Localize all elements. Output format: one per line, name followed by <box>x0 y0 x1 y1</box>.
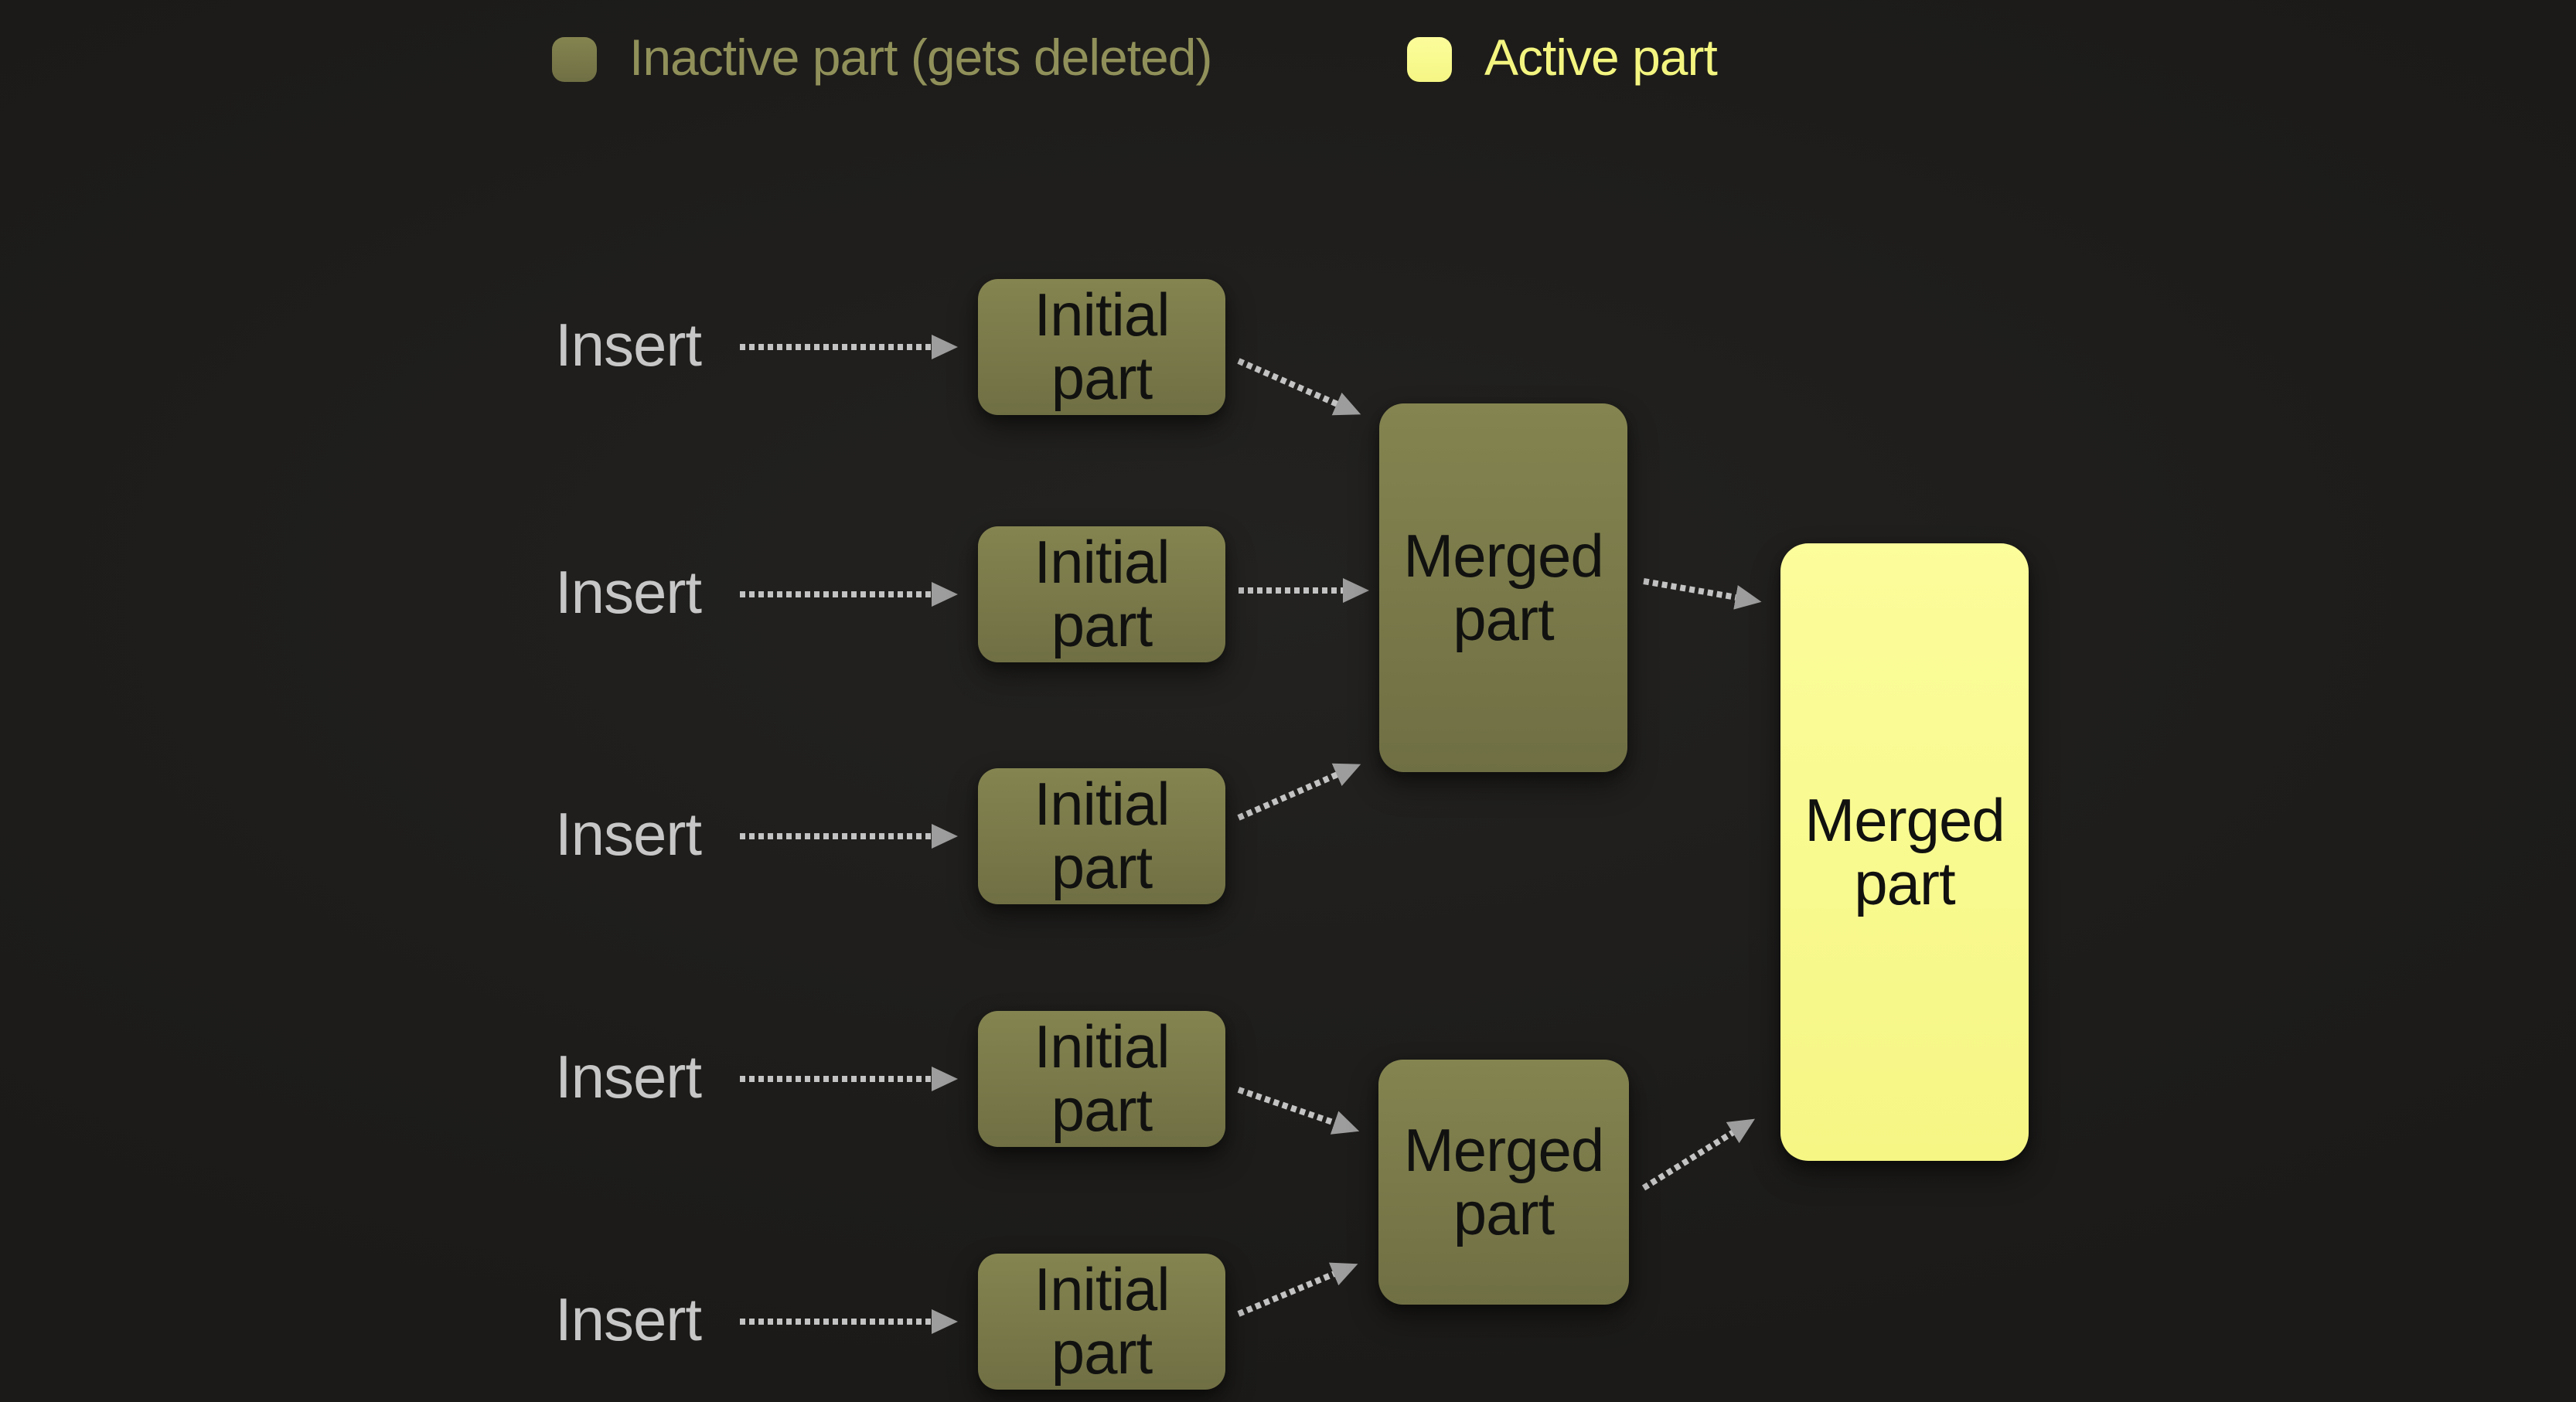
legend-item-inactive: Inactive part (gets deleted) <box>552 32 1212 83</box>
initial-part-node-3: Initial part <box>978 768 1225 904</box>
merged-part-node-final-active: Merged part <box>1780 543 2029 1161</box>
insert-label-3: Insert <box>555 799 702 868</box>
initial-part-node-2: Initial part <box>978 526 1225 662</box>
merged-part-node-top: Merged part <box>1379 403 1627 772</box>
merged-part-node-bottom: Merged part <box>1378 1060 1629 1305</box>
initial-part-node-5: Initial part <box>978 1254 1225 1390</box>
arrow-merged2-to-final <box>1641 1118 1756 1191</box>
arrow-initial3-to-merged1 <box>1237 763 1361 821</box>
insert-label-1: Insert <box>555 310 702 379</box>
active-swatch-icon <box>1407 37 1452 82</box>
insert-label-5: Insert <box>555 1285 702 1353</box>
initial-part-node-1: Initial part <box>978 279 1225 415</box>
legend-item-active: Active part <box>1407 32 1718 83</box>
inactive-swatch-icon <box>552 37 597 82</box>
arrow-merged1-to-final <box>1643 578 1762 610</box>
arrow-initial1-to-merged1 <box>1237 358 1361 416</box>
arrow-initial5-to-merged2 <box>1237 1262 1358 1317</box>
arrow-initial4-to-merged2 <box>1237 1087 1360 1135</box>
insert-label-4: Insert <box>555 1042 702 1111</box>
insert-label-2: Insert <box>555 557 702 626</box>
legend-label-inactive: Inactive part (gets deleted) <box>629 29 1212 86</box>
initial-part-node-4: Initial part <box>978 1011 1225 1147</box>
legend-label-active: Active part <box>1484 29 1718 86</box>
